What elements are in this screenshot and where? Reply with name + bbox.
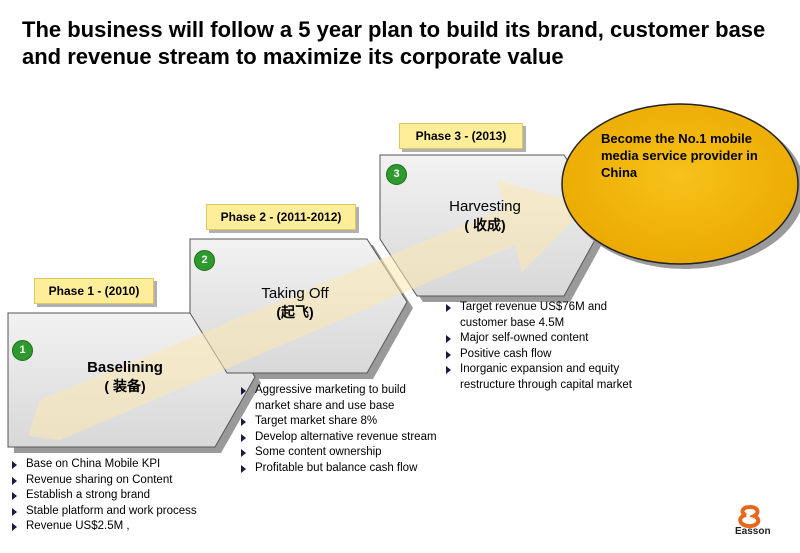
list-item: Inorganic expansion and equity restructu… bbox=[443, 362, 653, 393]
phase-2-title: Taking Off bbox=[261, 285, 329, 302]
list-item: Aggressive marketing to build market sha… bbox=[238, 383, 443, 414]
list-item: Develop alternative revenue stream bbox=[238, 430, 443, 446]
phase-3-subtitle: ( 收成) bbox=[464, 217, 506, 233]
list-item: Target revenue US$76M and customer base … bbox=[443, 300, 653, 331]
phase-3-bullets: Target revenue US$76M and customer base … bbox=[443, 300, 653, 393]
goal-statement: Become the No.1 mobile media service pro… bbox=[601, 131, 758, 180]
company-logo-text: Easson bbox=[735, 526, 771, 537]
phase-2-bullets: Aggressive marketing to build market sha… bbox=[238, 383, 443, 476]
phase-3-name: Harvesting ( 收成) bbox=[410, 197, 560, 235]
phase-1-bullets: Base on China Mobile KPI Revenue sharing… bbox=[9, 457, 239, 535]
list-item: Revenue sharing on Content bbox=[9, 473, 239, 489]
phase-3-title: Harvesting bbox=[449, 198, 521, 215]
phase-2-number: 2 bbox=[194, 250, 215, 271]
phase-2-subtitle: (起飞) bbox=[276, 304, 314, 320]
goal-oval bbox=[561, 103, 799, 265]
phase-3-label: Phase 3 - (2013) bbox=[399, 123, 523, 149]
phase-2-name: Taking Off (起飞) bbox=[220, 284, 370, 322]
phase-1-subtitle: ( 装备) bbox=[104, 378, 146, 394]
phase-3-number: 3 bbox=[386, 164, 407, 185]
phase-1-number: 1 bbox=[12, 340, 33, 361]
easson-logo-icon bbox=[738, 505, 761, 529]
list-item: Establish a strong brand bbox=[9, 488, 239, 504]
phase-2-label: Phase 2 - (2011-2012) bbox=[206, 204, 356, 230]
list-item: Target market share 8% bbox=[238, 414, 443, 430]
phase-1-title: Baselining bbox=[87, 359, 163, 376]
growth-arrow bbox=[28, 180, 588, 440]
page-title: The business will follow a 5 year plan t… bbox=[22, 17, 766, 69]
phase-1-label: Phase 1 - (2010) bbox=[34, 278, 154, 304]
list-item: Some content ownership bbox=[238, 445, 443, 461]
list-item: Positive cash flow bbox=[443, 347, 653, 363]
list-item: Revenue US$2.5M , bbox=[9, 519, 239, 535]
list-item: Stable platform and work process bbox=[9, 504, 239, 520]
list-item: Major self-owned content bbox=[443, 331, 653, 347]
list-item: Base on China Mobile KPI bbox=[9, 457, 239, 473]
phase-1-name: Baselining ( 装备) bbox=[50, 358, 200, 396]
list-item: Profitable but balance cash flow bbox=[238, 461, 443, 477]
